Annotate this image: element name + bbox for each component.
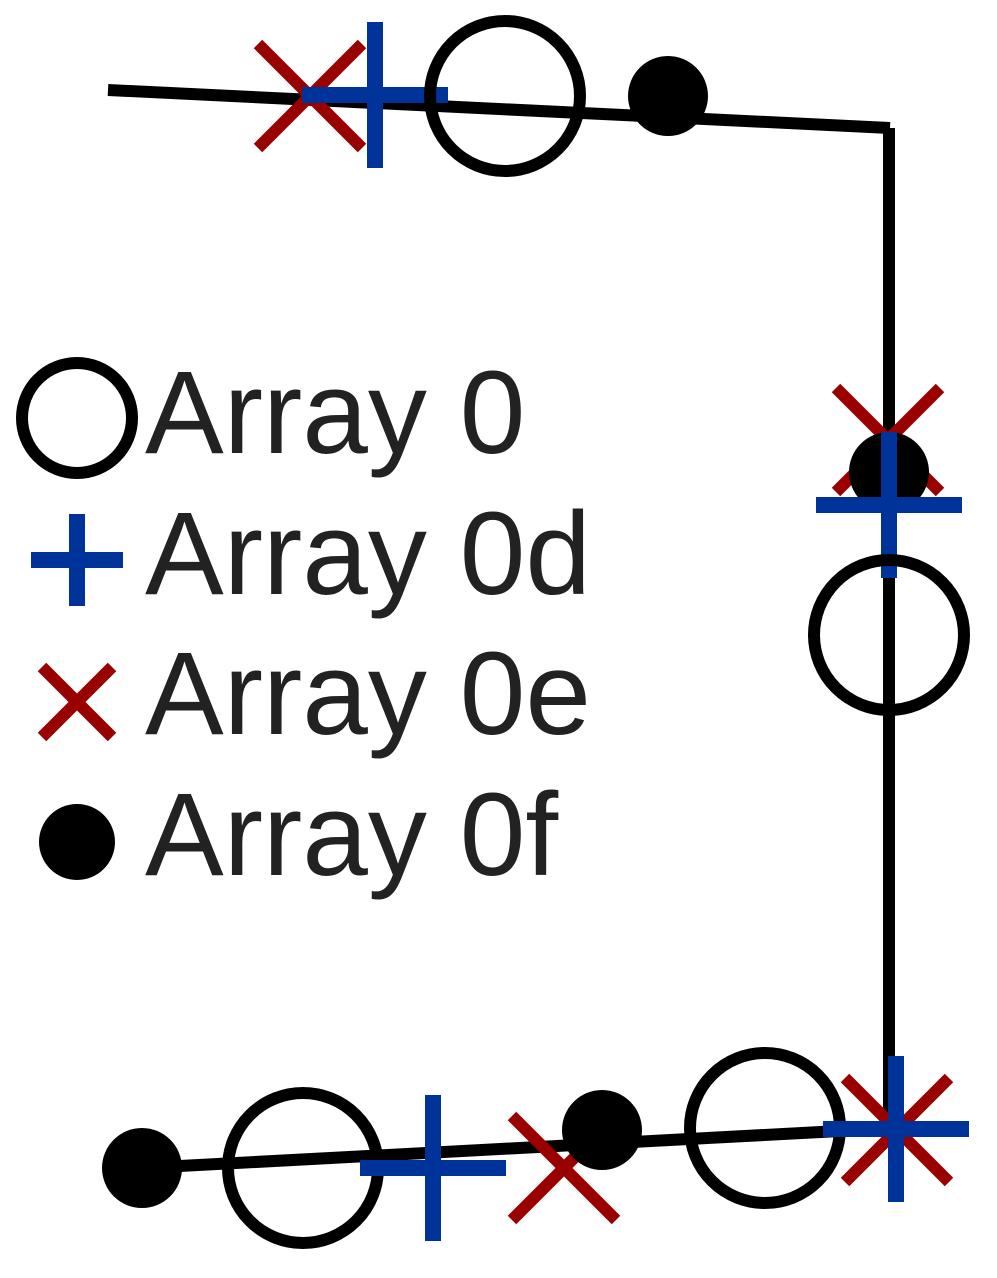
bottom-plus-marker-right — [823, 1056, 969, 1202]
legend-label: Array 0e — [145, 628, 591, 760]
bottom-plus-marker-left — [360, 1095, 506, 1241]
legend-item-array-0e: Array 0e — [37, 628, 591, 760]
bottom-wire — [141, 1122, 897, 1174]
bottom-filled-circle-marker-right — [562, 1090, 642, 1170]
right-open-circle-marker — [808, 554, 970, 716]
open-circle-icon — [16, 357, 138, 479]
top-plus-marker — [302, 22, 448, 168]
top-open-circle-marker — [424, 15, 586, 177]
bottom-filled-circle-marker-left — [102, 1128, 182, 1208]
right-plus-marker — [816, 432, 962, 578]
legend-label: Array 0f — [145, 769, 558, 901]
top-filled-circle-marker — [628, 56, 708, 136]
plus-icon — [31, 514, 123, 606]
legend-label: Array 0 — [145, 347, 525, 479]
top-wire — [107, 84, 891, 134]
markers — [102, 15, 970, 1249]
legend-label: Array 0d — [145, 488, 591, 620]
cross-icon — [37, 662, 117, 742]
legend: Array 0 Array 0d Array 0e Array 0f — [16, 347, 591, 901]
filled-circle-icon — [39, 804, 115, 880]
legend-item-array-0d: Array 0d — [31, 488, 591, 620]
legend-item-array-0f: Array 0f — [39, 769, 558, 901]
legend-item-array-0: Array 0 — [16, 347, 525, 479]
connector-lines — [107, 84, 897, 1174]
